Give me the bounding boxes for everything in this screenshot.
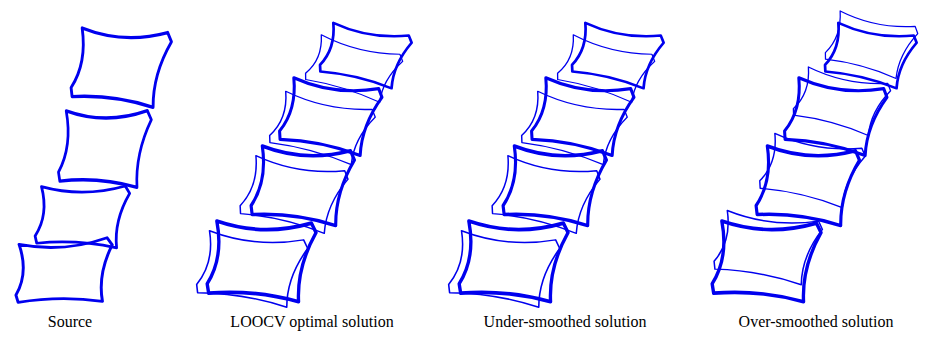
panel-caption: Source [48,313,92,331]
panel-caption: Over-smoothed solution [739,313,894,331]
panel-caption: Under-smoothed solution [484,313,647,331]
panel-caption: LOOCV optimal solution [230,313,393,331]
